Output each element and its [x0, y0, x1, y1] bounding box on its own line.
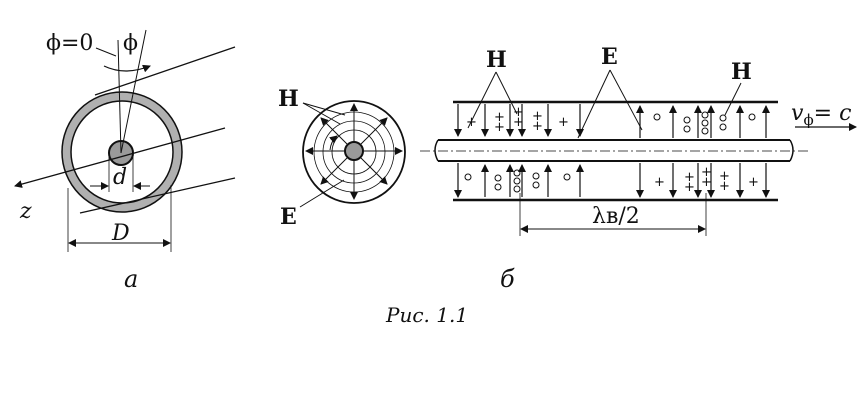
cs-e-leader — [299, 179, 345, 208]
cs-e-arrow-ur — [360, 117, 388, 145]
e-arrows-top — [454, 104, 770, 138]
phi-zero-line — [117, 39, 122, 154]
h-dot-mark — [494, 174, 502, 182]
axis-z-line — [14, 127, 226, 188]
h-plus-mark: + — [701, 175, 712, 190]
phi-arc-arrow — [103, 64, 151, 73]
panel-a-coax-end-view: ϕ=0 ϕ z d D а — [14, 29, 236, 293]
cs-h-direction-arrow — [329, 135, 338, 151]
h-plus-mark: + — [684, 170, 695, 185]
h-dot-mark — [719, 123, 727, 131]
velocity-subscript: ϕ — [803, 111, 813, 129]
panel-b-tag: б — [500, 265, 515, 293]
cs-e-arrow-dl — [320, 157, 348, 185]
h-dot-marks — [464, 111, 756, 193]
cs-h-leader-1 — [302, 102, 346, 116]
h-dot-mark — [464, 173, 472, 181]
h-plus-marks: + + + + + + + + + + + + + + + + — [466, 105, 759, 195]
h-plus-mark: + — [494, 120, 505, 135]
h-leader-2 — [495, 71, 518, 115]
h-dot-mark — [653, 113, 661, 121]
h-plus-mark: + — [719, 169, 730, 184]
phi-line — [120, 29, 147, 154]
h-plus-mark: + — [558, 115, 569, 130]
h-dot-mark — [513, 169, 521, 177]
inner-conductor-cap-left — [434, 139, 439, 162]
h-plus-mark: + — [701, 165, 712, 180]
velocity-label: vϕ= c — [791, 101, 851, 129]
h-dot-mark — [532, 181, 540, 189]
h-dot-mark — [719, 114, 727, 122]
h-plus-mark: + — [684, 180, 695, 195]
h-plus-mark: + — [532, 109, 543, 124]
cs-e-arrow-ul — [320, 117, 348, 145]
h-dot-mark — [563, 173, 571, 181]
h-plus-mark: + — [748, 175, 759, 190]
h-plus-mark: + — [494, 110, 505, 125]
h-dot-mark — [683, 125, 691, 133]
h-dot-mark — [683, 116, 691, 124]
figure-caption: Рис. 1.1 — [385, 303, 468, 327]
axis-z-label: z — [19, 199, 32, 224]
h-dot-mark — [701, 111, 709, 119]
wavelength-label: λв/2 — [592, 204, 640, 229]
h-leader-1 — [467, 71, 497, 129]
H-label-right: H — [731, 59, 752, 85]
H-label-left: H — [486, 47, 507, 73]
tangent-line-top — [94, 46, 236, 96]
h-dot-mark — [748, 113, 756, 121]
phi-zero-leader — [95, 47, 117, 57]
h-plus-mark: + — [513, 115, 524, 130]
velocity-equals-c: = c — [814, 101, 852, 126]
phi-label: ϕ — [123, 31, 138, 56]
h-dot-mark — [513, 177, 521, 185]
tangent-line-bottom — [79, 177, 236, 214]
cs-h-leader-2 — [302, 102, 341, 125]
h-plus-mark: + — [719, 179, 730, 194]
cs-inner-conductor — [344, 141, 364, 161]
h-plus-mark: + — [513, 105, 524, 120]
cs-H-label: H — [278, 86, 299, 112]
h-dot-mark — [701, 119, 709, 127]
outer-D-label: D — [111, 221, 130, 246]
h-plus-mark: + — [654, 175, 665, 190]
panel-b-longitudinal-view: + + + + + + + + + + + + + + + + — [420, 44, 857, 293]
e-leader-2 — [609, 69, 643, 131]
h-dot-mark — [532, 172, 540, 180]
h-plus-mark: + — [466, 115, 477, 130]
e-leader-1 — [577, 69, 611, 139]
h-dot-mark — [701, 127, 709, 135]
cross-section-field-view: H E — [278, 86, 406, 230]
phi-zero-label: ϕ=0 — [46, 31, 93, 56]
h-dot-mark — [513, 185, 521, 193]
e-arrows-bottom — [454, 163, 770, 198]
h-dot-mark — [494, 183, 502, 191]
panel-a-tag: а — [124, 265, 138, 293]
E-label: E — [601, 44, 618, 70]
inner-d-label: d — [113, 165, 127, 190]
cs-E-label: E — [280, 204, 297, 230]
velocity-v: v — [791, 101, 804, 126]
h-plus-mark: + — [532, 119, 543, 134]
h-leader-3 — [724, 82, 742, 116]
inner-conductor-cap-right — [789, 139, 794, 162]
cs-e-arrow-dr — [360, 157, 388, 185]
